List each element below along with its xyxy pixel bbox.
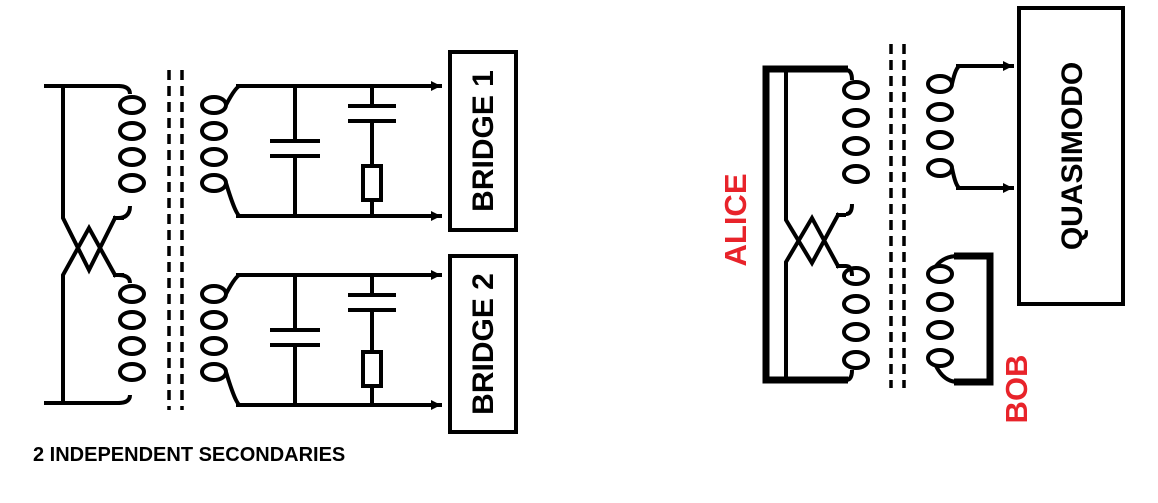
quasimodo-label: QUASIMODO: [1056, 62, 1089, 250]
core-lines-right: [889, 44, 906, 388]
secondary-coil-2: [200, 273, 241, 407]
left-circuit: BRIDGE 1 BRIDGE 2 2 INDEPENDENT SECONDAR…: [33, 50, 518, 466]
right-circuit: QUASIMODO ALICE BOB: [718, 6, 1125, 424]
alice-label: ALICE: [718, 174, 753, 267]
bridge-2-box: [448, 254, 518, 434]
alice-coil-bottom: [842, 264, 870, 382]
core-lines-left: [167, 70, 184, 410]
bridge-2-label: BRIDGE 2: [467, 273, 500, 415]
secondary-coil-1: [200, 84, 241, 218]
filter-network-1: [236, 81, 442, 221]
quasimodo-box: [1017, 6, 1125, 306]
primary-wiring: [44, 84, 124, 405]
bridge-1-label: BRIDGE 1: [467, 70, 500, 212]
bob-coil: [926, 252, 994, 386]
left-caption: 2 INDEPENDENT SECONDARIES: [33, 444, 345, 466]
alice-inner-wiring: [784, 67, 846, 382]
alice-coil-top: [842, 68, 870, 216]
bob-label: BOB: [999, 355, 1034, 424]
quasimodo-coil: [926, 61, 1014, 193]
primary-coil-bottom: [117, 273, 146, 405]
bridge-1-box: [448, 50, 518, 232]
primary-coil-top: [117, 84, 146, 220]
filter-network-2: [236, 270, 442, 410]
alice-primary-frame: [762, 65, 848, 384]
